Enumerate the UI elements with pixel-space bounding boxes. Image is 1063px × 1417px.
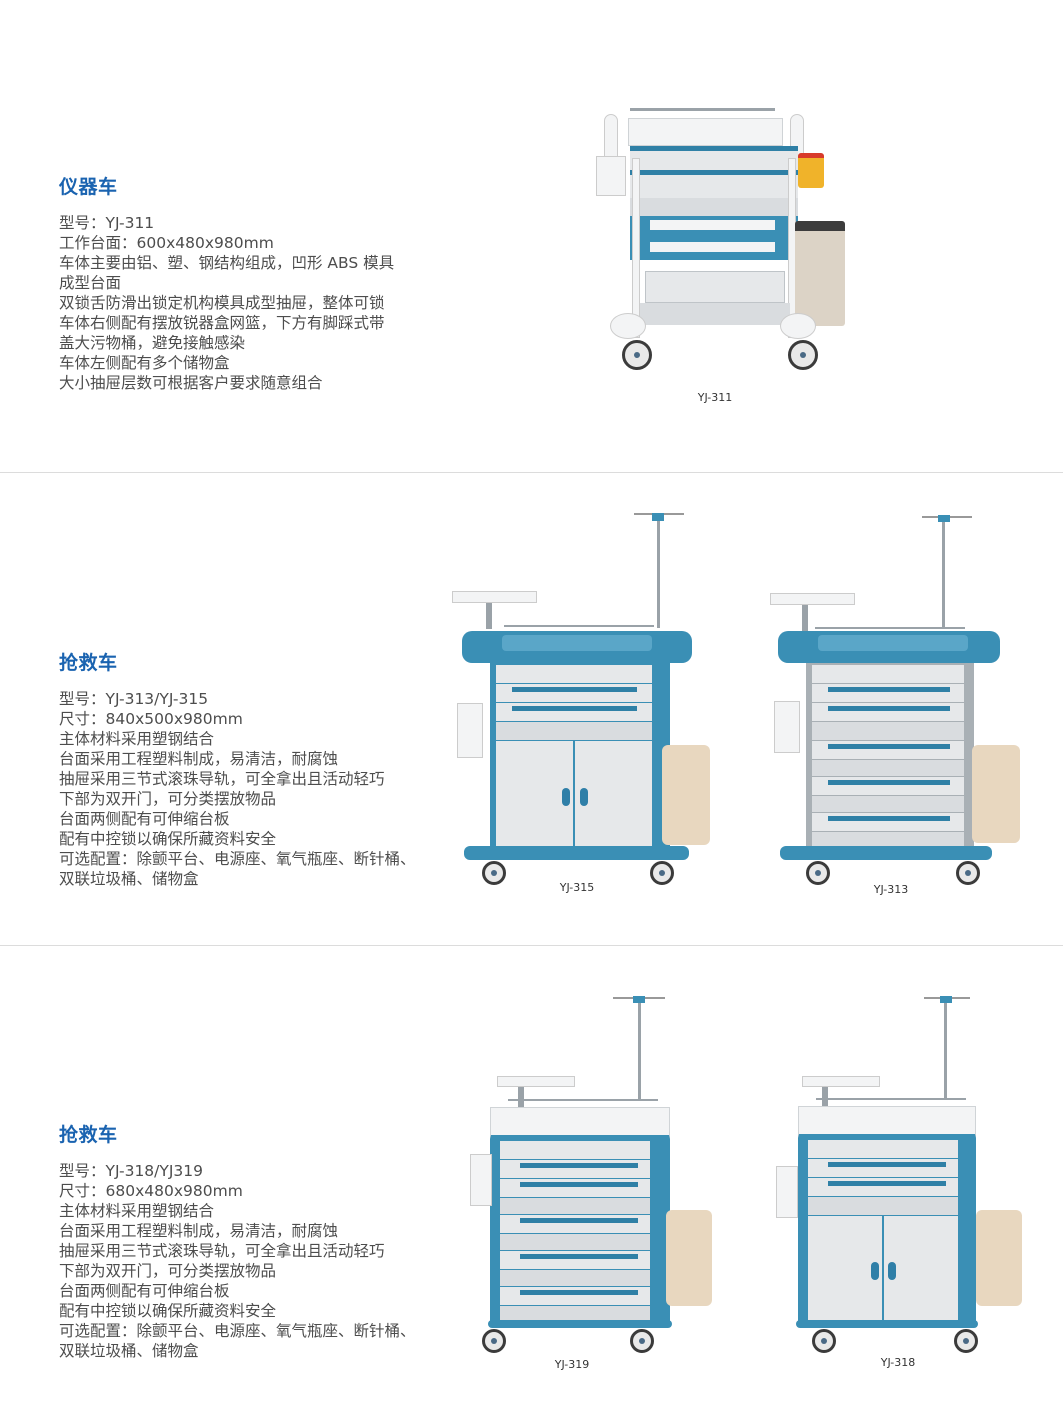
product-description: 抢救车 型号：YJ-313/YJ-315 尺寸：840x500x980mm 主体… xyxy=(59,651,429,889)
spec-line: 双联垃圾桶、储物盒 xyxy=(59,870,199,888)
emergency-cart-drawer-image xyxy=(770,513,1035,885)
product-section-emergency-cart-313-315: 抢救车 型号：YJ-313/YJ-315 尺寸：840x500x980mm 主体… xyxy=(0,473,1063,945)
spec-list: 型号：YJ-313/YJ-315 尺寸：840x500x980mm 主体材料采用… xyxy=(59,689,429,889)
spec-line: 尺寸：840x500x980mm xyxy=(59,710,243,728)
section-title: 抢救车 xyxy=(59,652,118,674)
spec-line: 盖大污物桶，避免接触感染 xyxy=(59,334,246,352)
section-divider xyxy=(0,472,1063,473)
spec-line: 工作台面：600x480x980mm xyxy=(59,234,274,252)
spec-line: 抽屉采用三节式滚珠导轨，可全拿出且活动轻巧 xyxy=(59,770,385,788)
section-title: 抢救车 xyxy=(59,1124,118,1146)
spec-line: 可选配置：除颤平台、电源座、氧气瓶座、断针桶、 xyxy=(59,1322,416,1340)
section-divider xyxy=(0,945,1063,946)
spec-line: 型号：YJ-313/YJ-315 xyxy=(59,690,209,708)
spec-line: 车体左侧配有多个储物盒 xyxy=(59,354,230,372)
spec-line: 下部为双开门，可分类摆放物品 xyxy=(59,1262,277,1280)
spec-line: 配有中控锁以确保所藏资料安全 xyxy=(59,1302,277,1320)
spec-line: 主体材料采用塑钢结合 xyxy=(59,730,215,748)
spec-line: 下部为双开门，可分类摆放物品 xyxy=(59,790,277,808)
spec-line: 主体材料采用塑钢结合 xyxy=(59,1202,215,1220)
spec-line: 可选配置：除颤平台、电源座、氧气瓶座、断针桶、 xyxy=(59,850,416,868)
emergency-cart-door-image xyxy=(452,513,717,885)
spec-line: 双联垃圾桶、储物盒 xyxy=(59,1342,199,1360)
spec-line: 型号：YJ-318/YJ319 xyxy=(59,1162,204,1180)
emergency-cart-door-image xyxy=(776,994,1031,1354)
spec-line: 台面采用工程塑料制成，易清洁，耐腐蚀 xyxy=(59,750,339,768)
product-caption: YJ-319 xyxy=(554,1358,590,1371)
spec-line: 成型台面 xyxy=(59,274,122,292)
spec-line: 车体右侧配有摆放锐器盒网篮，下方有脚踩式带 xyxy=(59,314,385,332)
product-caption: YJ-311 xyxy=(697,391,733,404)
product-section-instrument-cart: 仪器车 型号：YJ-311 工作台面：600x480x980mm 车体主要由铝、… xyxy=(0,0,1063,472)
instrument-cart-image xyxy=(596,108,855,378)
spec-line: 型号：YJ-311 xyxy=(59,214,155,232)
product-caption: YJ-318 xyxy=(880,1356,916,1369)
product-description: 仪器车 型号：YJ-311 工作台面：600x480x980mm 车体主要由铝、… xyxy=(59,175,429,393)
spec-list: 型号：YJ-311 工作台面：600x480x980mm 车体主要由铝、塑、钢结… xyxy=(59,213,429,393)
spec-line: 尺寸：680x480x980mm xyxy=(59,1182,243,1200)
spec-line: 台面采用工程塑料制成，易清洁，耐腐蚀 xyxy=(59,1222,339,1240)
spec-line: 台面两侧配有可伸缩台板 xyxy=(59,810,230,828)
spec-line: 台面两侧配有可伸缩台板 xyxy=(59,1282,230,1300)
spec-line: 配有中控锁以确保所藏资料安全 xyxy=(59,830,277,848)
spec-line: 车体主要由铝、塑、钢结构组成，凹形 ABS 模具 xyxy=(59,254,395,272)
section-title: 仪器车 xyxy=(59,176,118,198)
product-caption: YJ-313 xyxy=(873,883,909,896)
emergency-cart-drawer-image xyxy=(470,994,715,1354)
spec-line: 抽屉采用三节式滚珠导轨，可全拿出且活动轻巧 xyxy=(59,1242,385,1260)
spec-list: 型号：YJ-318/YJ319 尺寸：680x480x980mm 主体材料采用塑… xyxy=(59,1161,429,1361)
product-section-emergency-cart-318-319: 抢救车 型号：YJ-318/YJ319 尺寸：680x480x980mm 主体材… xyxy=(0,946,1063,1417)
product-description: 抢救车 型号：YJ-318/YJ319 尺寸：680x480x980mm 主体材… xyxy=(59,1123,429,1361)
product-caption: YJ-315 xyxy=(559,881,595,894)
spec-line: 大小抽屉层数可根据客户要求随意组合 xyxy=(59,374,323,392)
spec-line: 双锁舌防滑出锁定机构模具成型抽屉，整体可锁 xyxy=(59,294,385,312)
